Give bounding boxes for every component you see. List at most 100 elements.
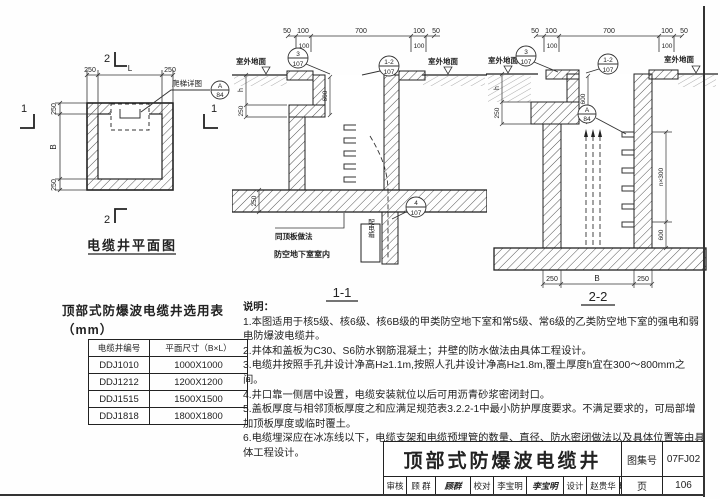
dim-label: 250 xyxy=(637,276,649,283)
dim-label: 50 xyxy=(432,28,440,35)
dim-label: h xyxy=(238,88,245,92)
plan-opening-dashed xyxy=(110,103,150,131)
soil-hatch-left xyxy=(488,75,531,102)
plan-title: 电缆井平面图 xyxy=(87,238,177,253)
dim-label: 700 xyxy=(603,28,615,35)
sheet-border-bottom xyxy=(0,494,705,496)
approver-signature: 李宝明 xyxy=(527,477,564,494)
well-id: DDJ1818 xyxy=(88,407,150,425)
plan-dim-left xyxy=(55,100,98,193)
note-item: 1.本图适用于核5级、核6级、核6B级的甲类防空地下室和常5级、常6级的乙类防空… xyxy=(243,316,699,343)
approver-role: 校对 xyxy=(471,477,494,494)
dim-label: 100 xyxy=(662,43,673,50)
dim-label: 250 xyxy=(546,276,558,283)
plan-dim-label: 250 xyxy=(51,179,58,191)
callout-ref: 1-2 xyxy=(603,57,613,64)
under-slab-dim xyxy=(256,187,262,215)
table-row: DDJ1515 1500X1500 xyxy=(88,390,248,408)
ground-label-right: 室外地面 xyxy=(664,54,694,64)
note-item: 4.井口靠一侧居中设置，电缆安装就位以后可用沥青砂浆密闭封口。 xyxy=(243,389,551,401)
dim-label: h xyxy=(494,86,501,90)
col-header-id: 电缆井编号 xyxy=(88,339,150,357)
ground-symbol xyxy=(443,66,453,75)
note-item: 6.电缆埋深应在冰冻线以下，电缆支架和电缆预埋管的数量、直径、防水密闭做法以及具… xyxy=(243,433,705,459)
ladder-rungs xyxy=(621,131,634,228)
plan-section-marks xyxy=(20,52,218,223)
col-header-size: 平面尺寸（B×L） xyxy=(149,339,248,357)
dim-label: 50 xyxy=(680,28,688,35)
well-id: DDJ1212 xyxy=(88,373,150,391)
ground-label-left: 室外地面 xyxy=(488,55,518,65)
ground-label-right: 室外地面 xyxy=(428,56,458,66)
notes-heading: 说明： xyxy=(243,302,274,313)
well-id: DDJ1515 xyxy=(88,390,150,408)
callout-ref: 107 xyxy=(603,67,614,74)
dim-label: 600 xyxy=(580,93,587,104)
table-row: DDJ1010 1000X1000 xyxy=(88,356,248,374)
plan-dim-label: 250 xyxy=(84,67,96,74)
soil-hatch-right xyxy=(423,76,485,86)
neck-dim xyxy=(327,74,333,118)
ladder-ref-bot: 84 xyxy=(216,92,224,99)
dim-label: 700 xyxy=(355,28,367,35)
soil-hatch-left xyxy=(234,76,287,86)
callout-ref: 107 xyxy=(293,61,304,68)
cable-arrows xyxy=(584,129,602,137)
approver-name: 李宝明 xyxy=(494,477,527,494)
callout-ref: 107 xyxy=(384,69,395,76)
callout-ref: 4 xyxy=(414,200,418,207)
section-mark-2: 2 xyxy=(104,53,110,65)
ladder-callout-label: 爬梯详图 xyxy=(172,78,202,88)
dim-top-row xyxy=(285,33,440,52)
well-size: 1800X1800 xyxy=(149,407,248,425)
section-mark-1: 1 xyxy=(211,103,217,115)
dim-label: 100 xyxy=(547,43,558,50)
approval-strip: 审核 顾 群 顾群 校对 李宝明 李宝明 设计 赵贵华 赵贵华 xyxy=(384,477,621,494)
ground-label-left: 室外地面 xyxy=(236,56,266,66)
plan-dim-label: B xyxy=(49,144,58,149)
section-1-1-drawing: 50 100 700 100 50 100 100 室外地面 室外地面 xyxy=(232,28,487,302)
slab-note-leader xyxy=(275,213,345,229)
section-title: 2-2 xyxy=(589,289,608,304)
table-row: DDJ1212 1200X1200 xyxy=(88,373,248,391)
plan-dim-label: 250 xyxy=(164,67,176,74)
callout-3-107 xyxy=(287,47,331,75)
dims-right xyxy=(652,129,672,251)
dim-label: 600 xyxy=(322,90,329,101)
dim-label: 600 xyxy=(658,229,665,240)
approver-role: 设计 xyxy=(564,477,587,494)
plan-dim-label: 250 xyxy=(51,103,58,115)
cable-dashed-lines xyxy=(585,136,601,248)
dim-label: 250 xyxy=(251,195,258,206)
section-title: 1-1 xyxy=(333,285,352,300)
dim-label: 250 xyxy=(494,107,501,118)
section-mark-2: 2 xyxy=(104,214,110,226)
ladder-rungs xyxy=(343,124,356,183)
section-2-2-drawing: 50 100 700 100 50 100 100 室外地面 室外地面 xyxy=(486,28,718,306)
dim-label: 100 xyxy=(414,43,425,50)
ladder-ref-top: A xyxy=(218,83,223,90)
plan-dim-top xyxy=(84,70,176,114)
section-mark-1: 1 xyxy=(21,103,27,115)
title-block: 顶部式防爆波电缆井 审核 顾 群 顾群 校对 李宝明 李宝明 设计 赵贵华 赵贵… xyxy=(383,441,705,495)
dim-label: 50 xyxy=(531,28,539,35)
plan-dim-label: L xyxy=(128,64,133,73)
ground-symbol xyxy=(261,66,271,75)
note-item: 5.盖板厚度与相邻顶板厚度之和应满足规范表3.2.2-1中最小防护厚度要求。不满… xyxy=(243,404,696,430)
callout-1-2-107 xyxy=(361,55,400,77)
plan-drawing: 250 L 250 250 B 250 2 2 1 1 爬梯详图 A 84 电缆… xyxy=(20,52,230,255)
well-structure xyxy=(232,70,487,265)
well-size: 1200X1200 xyxy=(149,373,248,391)
ground-symbol xyxy=(691,65,701,74)
page-number: 106 xyxy=(675,480,692,491)
callout-ref: 3 xyxy=(524,49,528,56)
sheet-border-right xyxy=(703,6,705,497)
sheet-title: 顶部式防爆波电缆井 xyxy=(384,442,621,477)
dim-label: 50 xyxy=(283,28,291,35)
dim-label: 250 xyxy=(238,105,245,116)
dim-label: 100 xyxy=(299,43,310,50)
ground-symbol xyxy=(503,65,513,74)
dim-label: B xyxy=(594,274,599,283)
approver-signature: 顾群 xyxy=(436,477,471,494)
